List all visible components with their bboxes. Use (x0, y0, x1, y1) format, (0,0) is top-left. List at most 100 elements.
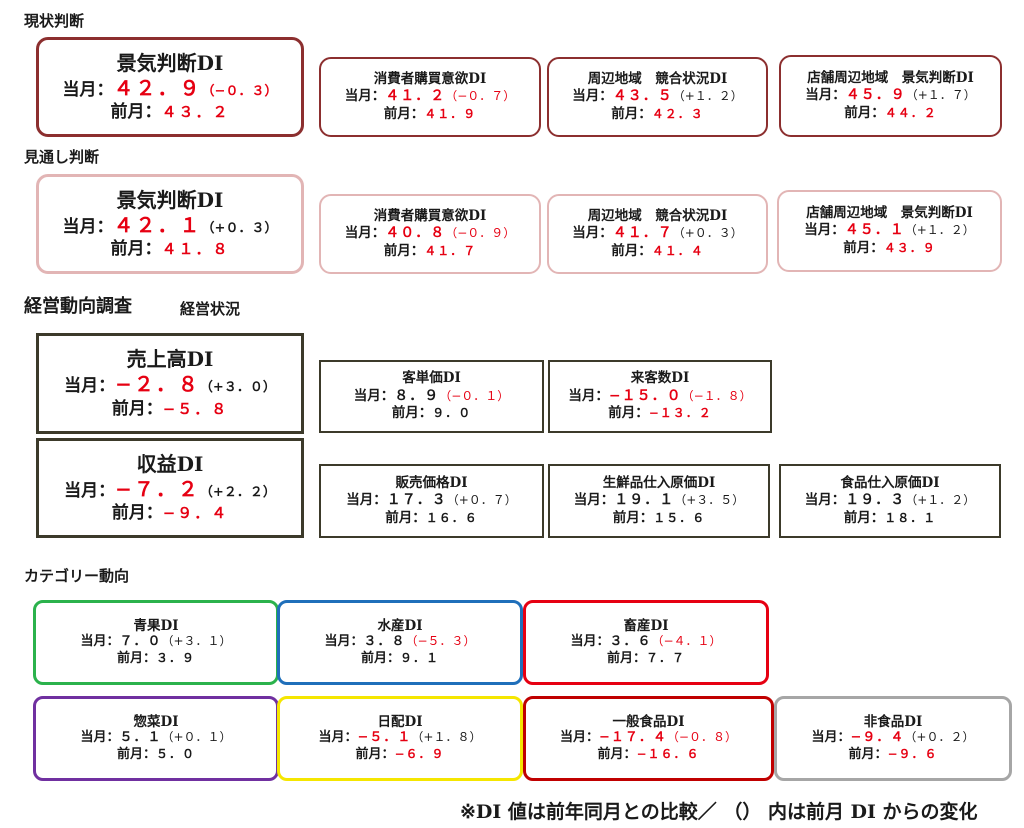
current-store-area-di-card: 店舗周辺地域 景気判断DI 当月：４５．９（+１．７） 前月：４４．２ (779, 55, 1002, 137)
non-food-di-card: 非食品DI 当月：−９．４（+０．２） 前月：−９．６ (774, 696, 1012, 781)
current-competition-di-card: 周辺地域 競合状況DI 当月：４３．５（+１．２） 前月：４２．３ (547, 57, 768, 137)
current-value: −７．２ (115, 476, 200, 501)
previous-label: 前月： (385, 509, 426, 526)
card-title: 売上高DI (126, 347, 214, 372)
change-value: （−１．８） (681, 388, 752, 403)
daily-di-card: 日配DI 当月：−５．１（+１．８） 前月：−６．９ (277, 696, 523, 781)
current-label: 当月： (568, 387, 609, 404)
current-label: 当月： (346, 492, 387, 509)
change-value: （+０．２） (904, 729, 975, 744)
previous-value: １６．６ (425, 510, 478, 525)
previous-label: 前月： (111, 503, 163, 523)
previous-label: 前月： (843, 239, 884, 256)
previous-value: ７．７ (646, 650, 686, 665)
current-label: 当月： (353, 387, 395, 404)
card-title: 食品仕入原価DI (840, 474, 940, 491)
card-title: 畜産DI (623, 617, 669, 634)
seafood-di-card: 水産DI 当月：３．８（−５．３） 前月：９．１ (277, 600, 523, 685)
current-value: ４２．９ (113, 75, 202, 100)
section-management-status: 経営状況 (180, 300, 241, 318)
previous-label: 前月： (844, 104, 885, 121)
previous-label: 前月： (606, 650, 646, 666)
current-value: −９．４ (850, 729, 905, 745)
footnote: ※DI 値は前年同月との比較／ （） 内は前月 DI からの変化 (460, 801, 978, 823)
previous-label: 前月： (608, 405, 649, 422)
outlook-business-di-card: 景気判断DI 当月：４２．１（+０．３） 前月：４１．８ (36, 174, 304, 274)
previous-value: −１３．２ (648, 406, 712, 421)
change-value: （+３．１） (161, 633, 232, 648)
current-label: 当月： (64, 376, 116, 397)
current-value: ３．８ (363, 633, 406, 649)
card-title: 惣菜DI (133, 713, 179, 730)
current-value: −２．８ (115, 372, 200, 397)
current-value: ８．９ (394, 387, 440, 404)
current-label: 当月： (804, 222, 845, 239)
current-value: ４１．７ (612, 225, 673, 242)
change-value: （−０．９） (445, 226, 516, 241)
change-value: （−４．１） (651, 633, 722, 648)
card-title: 消費者購買意欲DI (373, 207, 487, 224)
previous-value: −９．６ (887, 746, 938, 761)
change-value: （+１．８） (411, 729, 482, 744)
outlook-store-area-di-card: 店舗周辺地域 景気判断DI 当月：４５．１（+１．２） 前月：４３．９ (777, 190, 1002, 272)
current-value: １７．３ (386, 492, 447, 509)
card-title: 一般食品DI (612, 713, 685, 730)
current-label: 当月： (80, 729, 120, 745)
selling-price-di-card: 販売価格DI 当月：１７．３（+０．７） 前月：１６．６ (319, 464, 544, 538)
previous-value: ４１．９ (424, 106, 477, 121)
current-label: 当月： (570, 633, 610, 649)
previous-value: ４１．７ (424, 243, 477, 258)
change-value: （−０．８） (666, 729, 737, 744)
previous-label: 前月： (116, 650, 156, 666)
current-value: −１７．４ (599, 729, 667, 745)
section-category-trend: カテゴリー動向 (24, 567, 130, 585)
card-title: 消費者購買意欲DI (373, 70, 487, 87)
card-title: 客単価DI (402, 370, 461, 387)
change-value: （+３．５） (674, 493, 745, 508)
card-title: 収益DI (136, 451, 204, 476)
previous-value: １５．６ (653, 510, 706, 525)
card-title: 販売価格DI (395, 474, 468, 491)
current-value: −５．１ (357, 729, 412, 745)
section-current-judgment: 現状判断 (24, 12, 85, 30)
card-title: 日配DI (377, 713, 423, 730)
card-title: 景気判断DI (116, 187, 224, 212)
current-label: 当月： (572, 88, 613, 105)
customers-di-card: 来客数DI 当月：−１５．０（−１．８） 前月：−１３．２ (548, 360, 772, 433)
current-value: ７．０ (119, 633, 162, 649)
card-title: 店舗周辺地域 景気判断DI (806, 204, 973, 221)
current-label: 当月： (80, 633, 120, 649)
previous-value: ４３．９ (883, 240, 936, 255)
current-label: 当月： (811, 729, 851, 745)
previous-label: 前月： (110, 239, 162, 259)
current-value: ４１．２ (385, 88, 446, 105)
current-label: 当月： (62, 79, 114, 100)
previous-label: 前月： (383, 242, 425, 259)
card-title: 景気判断DI (116, 50, 224, 75)
previous-label: 前月： (355, 746, 395, 762)
card-title: 生鮮品仕入原価DI (602, 474, 716, 491)
card-title: 周辺地域 競合状況DI (587, 70, 728, 87)
previous-value: −１６．６ (636, 746, 700, 761)
card-title: 来客数DI (630, 370, 690, 387)
current-value: ４２．１ (113, 212, 202, 237)
change-value: （−０．１） (439, 388, 510, 403)
previous-value: ９．１ (400, 650, 440, 665)
change-value: （−０．３） (201, 83, 278, 99)
section-outlook-judgment: 見通し判断 (24, 148, 100, 166)
previous-value: −６．９ (394, 746, 445, 761)
previous-value: −５．８ (162, 399, 229, 418)
current-label: 当月： (804, 492, 846, 509)
current-label: 当月： (560, 729, 600, 745)
current-value: ３．６ (609, 633, 652, 649)
previous-label: 前月： (383, 105, 425, 122)
current-value: ４５．９ (845, 87, 906, 104)
outlook-consumer-di-card: 消費者購買意欲DI 当月：４０．８（−０．９） 前月：４１．７ (319, 194, 541, 274)
current-value: ４３．５ (612, 88, 673, 105)
change-value: （+０．７） (446, 493, 517, 508)
previous-value: ４４．２ (884, 105, 937, 120)
current-consumer-di-card: 消費者購買意欲DI 当月：４１．２（−０．７） 前月：４１．９ (319, 57, 541, 137)
previous-label: 前月： (116, 746, 156, 762)
current-label: 当月： (573, 492, 615, 509)
previous-value: ４１．４ (651, 243, 704, 258)
